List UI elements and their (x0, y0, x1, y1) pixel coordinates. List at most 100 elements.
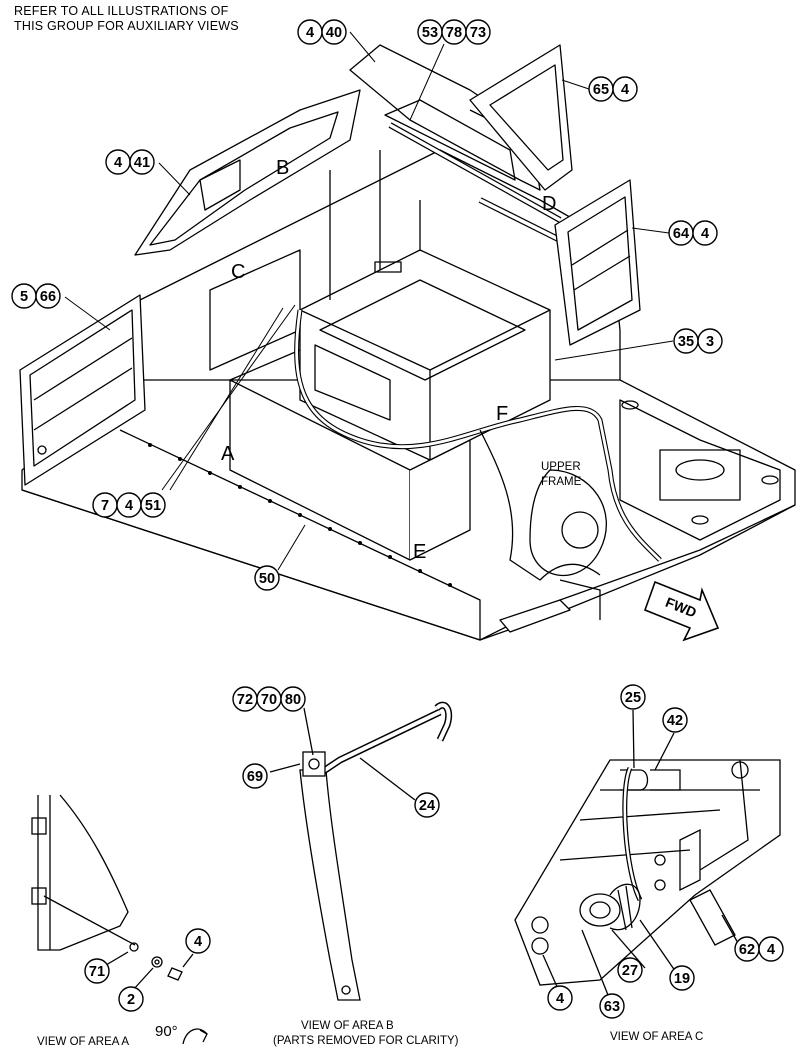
callout-number: 3 (706, 334, 714, 350)
callout-number: 72 (237, 692, 253, 708)
callout-number: 4 (621, 82, 629, 98)
callout-number: 7 (101, 498, 109, 514)
callout-circle (669, 965, 695, 991)
area-letter-b: B (276, 157, 289, 179)
rotation-arrow-icon (182, 1028, 208, 1045)
callout-group: 25 (620, 684, 646, 710)
callout-number: 73 (470, 25, 486, 41)
callout-group: 24 (414, 792, 440, 818)
callout-number: 71 (89, 964, 105, 980)
callout-circle (118, 986, 144, 1012)
callout-group: 5 66 (11, 283, 61, 309)
callout-circle (242, 763, 268, 789)
callout-circle (692, 220, 718, 246)
callout-group: 27 (617, 957, 643, 983)
callout-number: 53 (422, 25, 438, 41)
callout-number: 4 (767, 942, 775, 958)
callout-circle (414, 792, 440, 818)
callout-number: 4 (701, 226, 709, 242)
area-letter-a: A (221, 443, 235, 465)
callout-group: 62 4 (734, 936, 784, 962)
callout-circle (254, 565, 280, 591)
callout-circle (617, 957, 643, 983)
callout-circle (280, 686, 306, 712)
callout-number: 25 (625, 690, 641, 706)
callout-number: 27 (622, 963, 638, 979)
callout-group: 53 78 73 (417, 19, 491, 45)
leader-lines (64, 31, 674, 571)
view-area-b-drawing (269, 701, 453, 1001)
callout-number: 4 (306, 25, 314, 41)
callout-circle (697, 328, 723, 354)
callout-circle (84, 958, 110, 984)
upper-frame-line-2: FRAME (541, 476, 582, 488)
callout-circle (612, 76, 638, 102)
callout-number: 80 (285, 692, 301, 708)
callout-group: 50 (254, 565, 280, 591)
callout-number: 42 (667, 713, 683, 729)
area-letter-c: C (231, 261, 245, 283)
area-letters: A B C D E F (221, 157, 556, 563)
upper-frame-label: UPPER FRAME (541, 461, 582, 488)
callout-number: 24 (419, 798, 435, 814)
callout-group: 4 (185, 928, 211, 954)
callout-group: 2 (118, 986, 144, 1012)
callout-number: 65 (593, 82, 609, 98)
callout-number: 78 (446, 25, 462, 41)
caption-view-area-a: VIEW OF AREA A (37, 1036, 129, 1048)
callout-group: 63 (599, 993, 625, 1019)
callout-number: 4 (125, 498, 133, 514)
callout-number: 35 (678, 334, 694, 350)
view-area-c-drawing (514, 709, 781, 1006)
main-assembly-drawing (19, 44, 796, 641)
callout-number: 69 (247, 769, 263, 785)
callout-number: 4 (194, 934, 202, 950)
callout-circle (35, 283, 61, 309)
callout-number: 41 (134, 155, 150, 171)
callout-circle (599, 993, 625, 1019)
area-letter-d: D (542, 193, 556, 215)
callout-group: 69 (242, 763, 268, 789)
forward-arrow-icon: FWD (643, 580, 720, 642)
upper-frame-line-1: UPPER (541, 461, 581, 473)
callout-number: 2 (127, 992, 135, 1008)
callout-circle (547, 985, 573, 1011)
callout-circle (758, 936, 784, 962)
callout-circle (321, 19, 347, 45)
callout-number: 66 (40, 289, 56, 305)
callout-group: 4 (547, 985, 573, 1011)
callout-circle (185, 928, 211, 954)
callout-number: 50 (259, 571, 275, 587)
callout-circle (129, 149, 155, 175)
callout-group: 4 41 (105, 149, 155, 175)
area-letter-e: E (413, 541, 426, 563)
callout-circle (620, 684, 646, 710)
caption-view-area-c: VIEW OF AREA C (610, 1031, 703, 1043)
callout-number: 51 (145, 498, 161, 514)
callout-number: 4 (114, 155, 122, 171)
caption-view-area-b-1: VIEW OF AREA B (301, 1020, 394, 1032)
callout-group: 64 4 (668, 220, 718, 246)
callout-number: 4 (556, 991, 564, 1007)
header-note-line-1: REFER TO ALL ILLUSTRATIONS OF (14, 4, 229, 18)
callout-number: 40 (326, 25, 342, 41)
callout-group: 65 4 (588, 76, 638, 102)
callout-number: 5 (20, 289, 28, 305)
callout-number: 62 (739, 942, 755, 958)
callout-number: 64 (673, 226, 689, 242)
callout-group: 4 40 (297, 19, 347, 45)
callout-group: 71 (84, 958, 110, 984)
caption-view-area-b-2: (PARTS REMOVED FOR CLARITY) (273, 1035, 459, 1047)
callout-circle (465, 19, 491, 45)
area-letter-f: F (496, 403, 508, 425)
callout-group: 19 (669, 965, 695, 991)
view-area-a-drawing (31, 794, 194, 991)
callout-number: 63 (604, 999, 620, 1015)
callout-number: 19 (674, 971, 690, 987)
caption-rotation: 90° (155, 1023, 178, 1040)
header-note-line-2: THIS GROUP FOR AUXILIARY VIEWS (14, 19, 239, 33)
